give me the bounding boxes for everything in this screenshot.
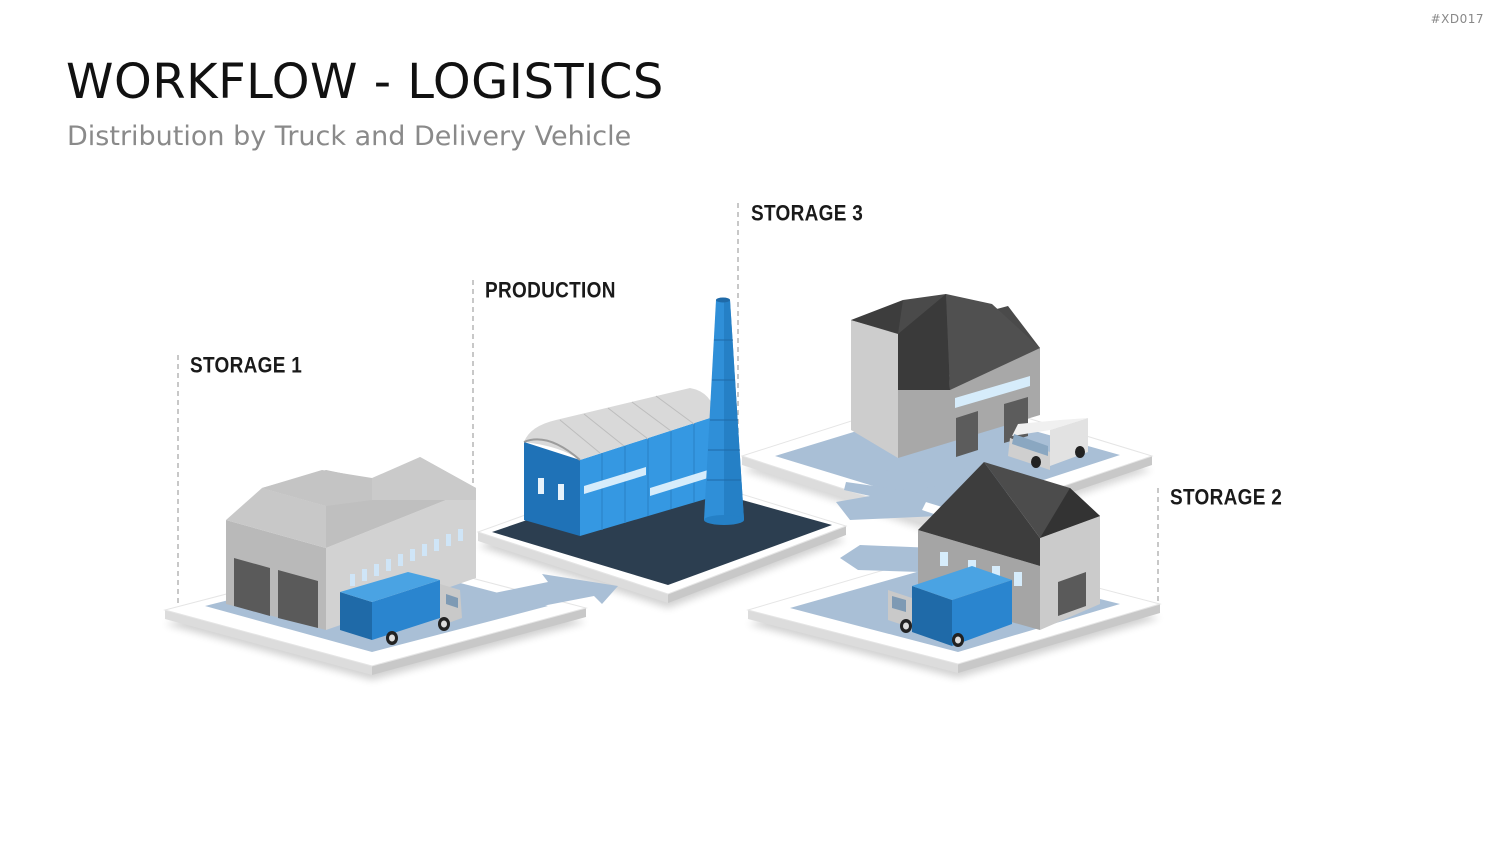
label-storage3: STORAGE 3 [751,202,863,227]
label-production: PRODUCTION [485,279,616,304]
storage3-building [851,294,1040,458]
label-storage1: STORAGE 1 [190,354,302,379]
production-building [524,298,744,537]
label-storage2: STORAGE 2 [1170,486,1282,511]
